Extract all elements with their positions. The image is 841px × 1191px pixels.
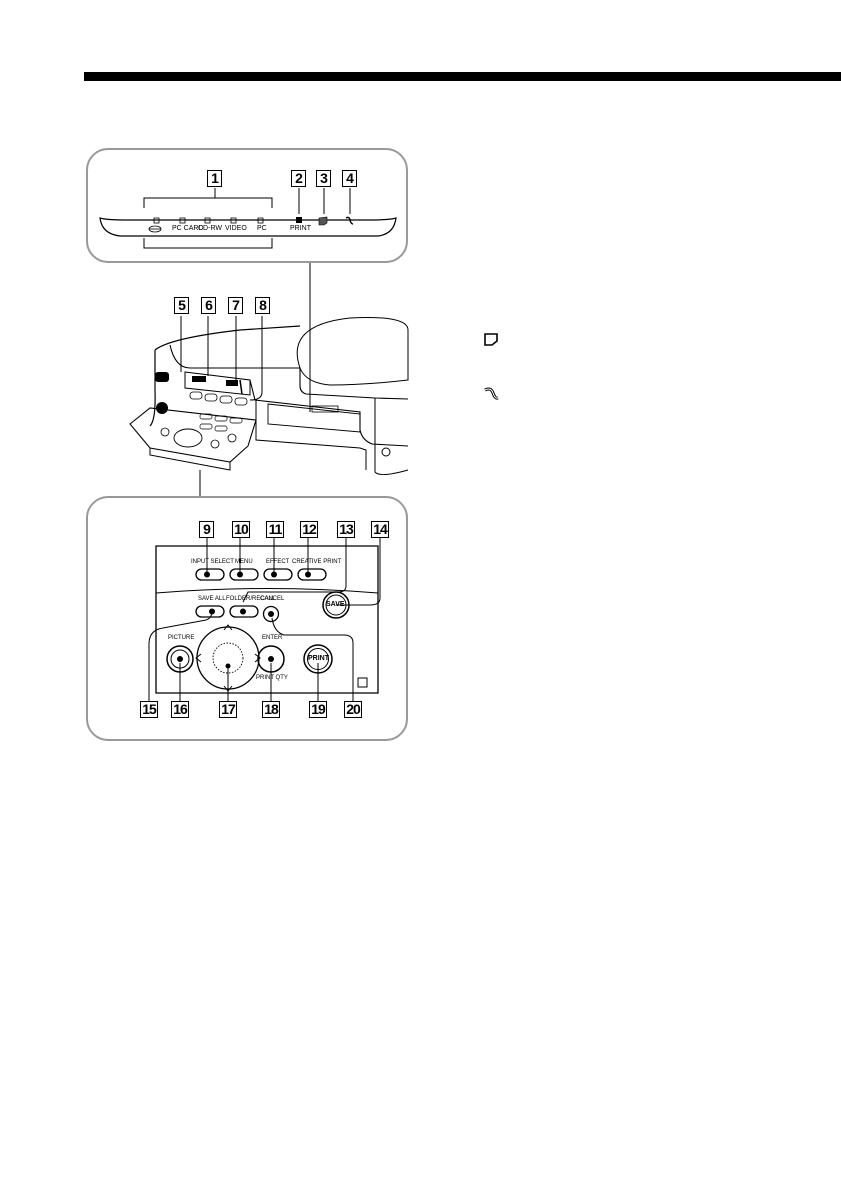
indicator-strip-drawing (88, 150, 410, 265)
cd-rw-indicator-label: CD-RW (198, 225, 222, 232)
callout-16: 16 (171, 701, 189, 718)
print-button-label: PRINT (308, 655, 329, 662)
callout-18: 18 (262, 701, 280, 718)
video-indicator-label: VIDEO (225, 225, 247, 232)
enter-label: ENTER (262, 635, 282, 641)
creative-print-label: CREATIVE PRINT (292, 559, 341, 565)
callout-19: 19 (309, 701, 327, 718)
callout-5: 5 (174, 297, 189, 314)
callout-8: 8 (255, 297, 270, 314)
callout-7: 7 (228, 297, 243, 314)
print-qty-label: PRINT QTY (256, 675, 288, 681)
callout-17: 17 (219, 701, 237, 718)
control-panel: 9 10 11 12 13 14 15 16 17 18 19 20 INPUT… (86, 496, 408, 741)
callout-13: 13 (337, 521, 355, 538)
callout-15: 15 (140, 701, 158, 718)
cancel-label: CANCEL (260, 596, 284, 602)
menu-label: MENU (235, 559, 253, 565)
indicator-panel: 1 2 3 4 PC CARD CD-RW VIDEO PC PRINT (86, 148, 408, 263)
callout-20: 20 (344, 701, 362, 718)
save-all-label: SAVE ALL (198, 596, 226, 602)
print-indicator-label: PRINT (290, 225, 311, 232)
callout-3: 3 (316, 170, 331, 187)
callout-6: 6 (201, 297, 216, 314)
picture-label: PICTURE (168, 635, 194, 641)
save-button-label: SAVE (326, 601, 345, 608)
section-header-rule (84, 72, 841, 81)
pc-indicator-label: PC (257, 225, 267, 232)
callout-10: 10 (232, 521, 250, 538)
callout-11: 11 (266, 521, 284, 538)
callout-9: 9 (199, 521, 214, 538)
callout-2: 2 (291, 170, 306, 187)
callout-12: 12 (300, 521, 318, 538)
callout-14: 14 (371, 521, 389, 538)
input-select-label: INPUT SELECT (191, 559, 234, 565)
effect-label: EFFECT (266, 559, 289, 565)
callout-4: 4 (342, 170, 357, 187)
callout-1: 1 (207, 170, 222, 187)
